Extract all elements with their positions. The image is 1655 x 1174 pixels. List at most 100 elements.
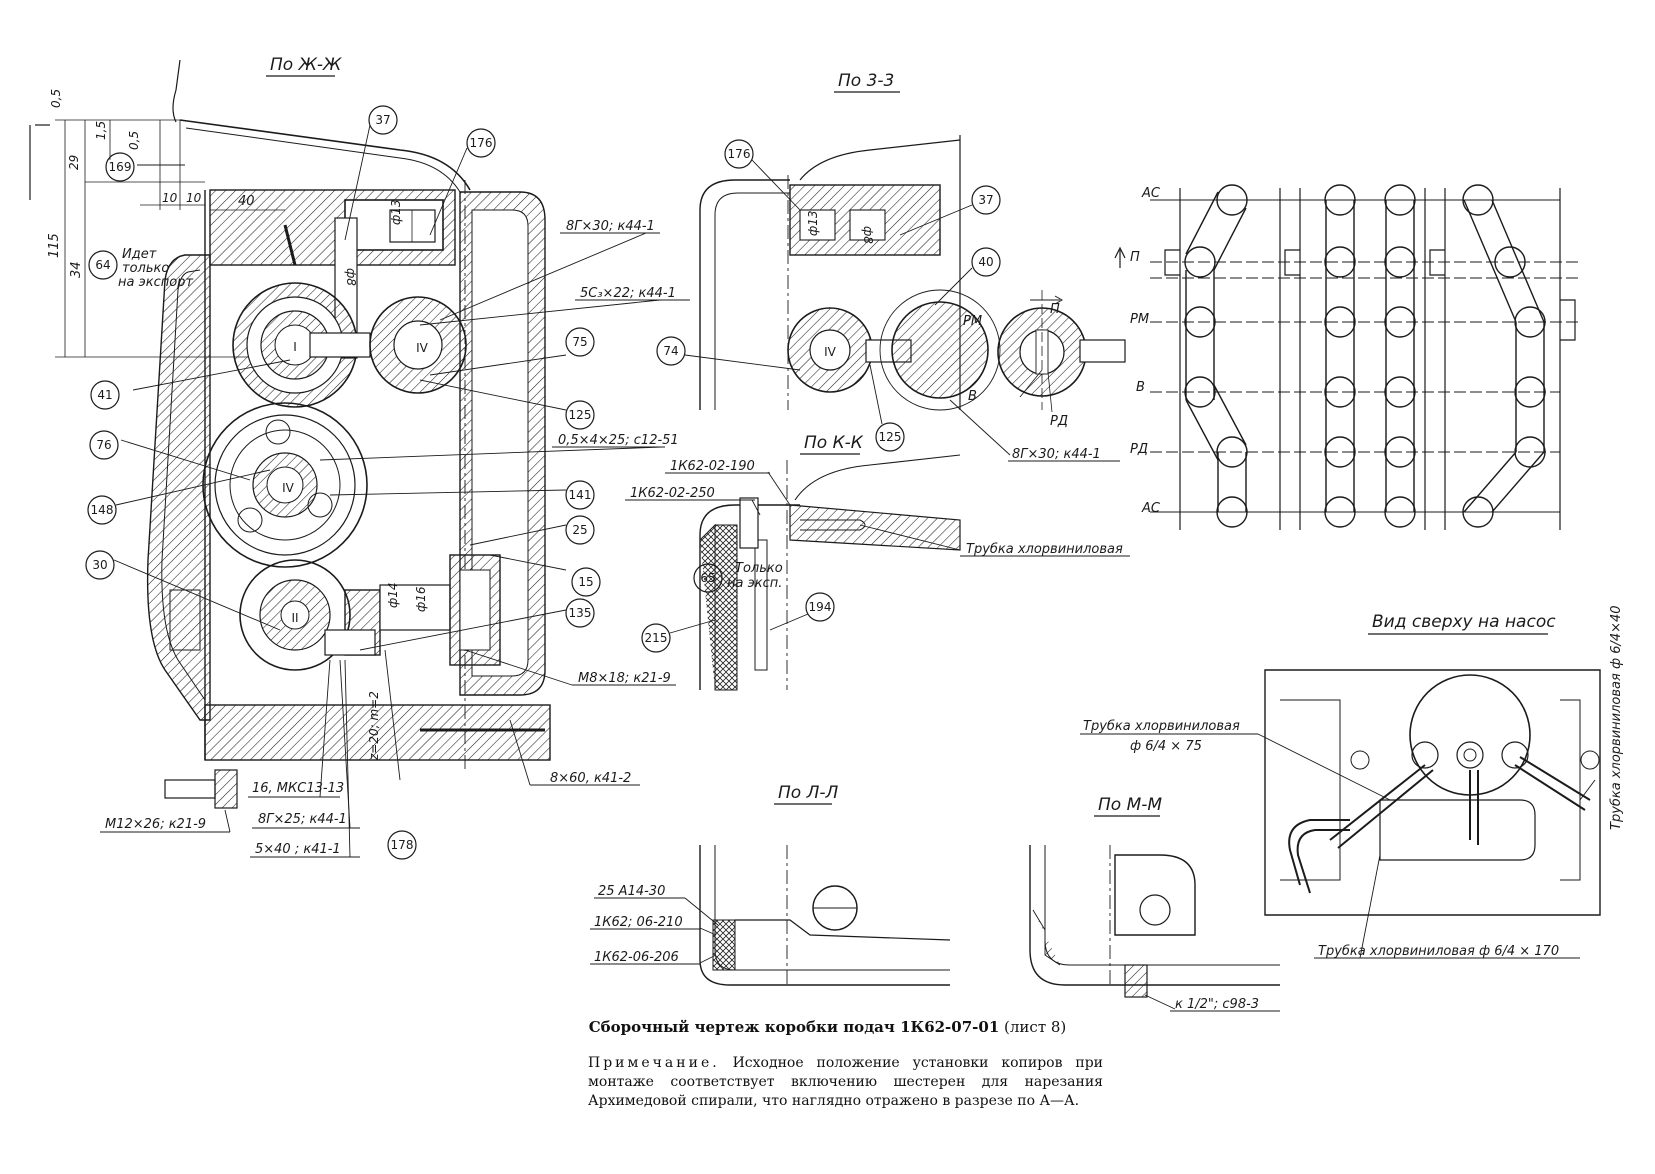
section-zh-title: По Ж-Ж [270, 55, 342, 75]
label-8x60: 8×60, к41-2 [550, 771, 631, 786]
note-body: Исходное положение установки копиров при… [588, 1055, 1103, 1109]
label-1k62-02-190: 1К62-02-190 [670, 459, 755, 474]
dim-phi8-left: ф8 [344, 268, 358, 286]
gear-mark-I: I [293, 340, 297, 354]
callout-76: 76 [96, 438, 111, 452]
callout-178: 178 [391, 838, 414, 852]
drawing-caption: Сборочный чертеж коробки подач 1К62-07-0… [0, 1018, 1655, 1036]
dim-phi16: ф16 [414, 586, 428, 612]
callout-125-section-z: 125 [879, 430, 902, 444]
callout-25: 25 [572, 523, 587, 537]
section-z-title: По 3-3 [838, 71, 894, 91]
caption-sheet: (лист 8) [1004, 1018, 1067, 1036]
callout-169: 169 [109, 160, 132, 174]
section-zh-zh: По Ж-Ж 0,5 1,5 0 [29, 55, 690, 860]
dim-40: 40 [238, 194, 255, 209]
copier-scheme: АС П РМ В РД АС [1114, 184, 1580, 530]
callout-64: 64 [95, 258, 110, 272]
label-tube-40: Трубка хлорвиниловая ф 6/4×40 [1609, 605, 1624, 830]
dim-phi14: ф14 [386, 582, 400, 608]
scheme-p: П [1130, 250, 1140, 265]
note-idet: Идет [122, 247, 157, 262]
note-na-eksp: на эксп. [727, 576, 782, 591]
callout-15: 15 [578, 575, 593, 589]
gear-mark-II: II [291, 611, 298, 625]
gear-mark-IV-large: IV [282, 481, 295, 495]
label-5c22: 5С₃×22; к44-1 [580, 286, 676, 301]
callout-37: 37 [375, 113, 390, 127]
pump-view-title: Вид сверху на насос [1372, 612, 1556, 632]
callout-215: 215 [645, 631, 668, 645]
label-M8x18: М8×18; к21-9 [578, 671, 671, 686]
scheme-as-bottom: АС [1141, 501, 1161, 516]
dim-10-right: 10 [186, 191, 202, 205]
label-tube-section-k: Трубка хлорвиниловая [966, 542, 1123, 557]
label-5x40: 5×40 ; к41-1 [255, 842, 341, 857]
label-1k62-02-250: 1К62-02-250 [630, 486, 715, 501]
callout-194: 194 [809, 600, 832, 614]
label-8g25: 8Г×25; к44-1 [258, 812, 347, 827]
caption-title: Сборочный чертеж коробки подач 1К62-07-0… [588, 1018, 1000, 1036]
label-tube-170: Трубка хлорвиниловая ф 6/4 × 170 [1318, 944, 1559, 959]
note-tolko: только [122, 261, 169, 276]
callout-125: 125 [569, 408, 592, 422]
label-0-5x4x25: 0,5×4×25; с12-51 [558, 433, 679, 448]
scheme-rm: РМ [1130, 312, 1149, 327]
section-l-title: По Л-Л [778, 783, 839, 803]
note-tolko: Только [735, 561, 783, 576]
dim-0-5-top: 0,5 [49, 89, 63, 108]
pos-rm-left: РМ [963, 314, 982, 329]
gear-mark-IV-section-z: IV [824, 345, 837, 359]
callout-74: 74 [663, 344, 678, 358]
label-25-a14-30: 25 А14-30 [598, 884, 665, 899]
callout-37-section-z: 37 [978, 193, 993, 207]
callout-176: 176 [470, 136, 493, 150]
callout-30: 30 [92, 558, 107, 572]
label-1k62-06-206: 1К62-06-206 [594, 950, 679, 965]
scheme-rd: РД [1130, 442, 1148, 457]
label-tube-75-size: ф 6/4 × 75 [1130, 739, 1202, 754]
note-export: на экспорт [118, 275, 193, 290]
pos-rd-left: РД [1050, 414, 1068, 429]
gear-mark-IV: IV [416, 341, 429, 355]
callout-40: 40 [978, 255, 993, 269]
label-1k62-06-210: 1К62; 06-210 [594, 915, 683, 930]
label-16-mkc: 16, МКС13-13 [252, 781, 344, 796]
dim-0-5-second: 0,5 [127, 131, 141, 150]
section-z-z: По 3-3 ф13 ф8 IV РМ П В РД [656, 71, 1126, 462]
scheme-v: В [1136, 380, 1145, 395]
dim-1-5: 1,5 [94, 121, 108, 140]
callout-141: 141 [569, 488, 592, 502]
note-heading: Примечание. [588, 1055, 720, 1071]
label-k12-c98-3: к 1/2"; с98-3 [1175, 997, 1259, 1012]
label-tube-75: Трубка хлорвиниловая [1083, 719, 1240, 734]
pos-p-left: П [1050, 302, 1060, 317]
dim-115: 115 [47, 233, 62, 258]
pump-top-view: Вид сверху на насос Трубка хлорвиниловая… [1080, 605, 1624, 959]
section-k-title: По К-К [804, 433, 864, 453]
label-z20-m2: z=20; m=2 [367, 691, 381, 761]
dim-34: 34 [69, 261, 84, 278]
section-m-m: По М-М к 1/2"; с98-3 [1029, 795, 1280, 1012]
callout-176-section-z: 176 [728, 147, 751, 161]
dim-phi13-left: ф13 [389, 199, 403, 225]
callout-148: 148 [91, 503, 114, 517]
section-k-k: По К-К 65 215 194 1К62-02-190 1К62-02-25… [625, 433, 1130, 691]
callout-75: 75 [572, 335, 587, 349]
dim-phi13-right: ф13 [806, 210, 820, 236]
pos-v-left: В [968, 389, 977, 404]
dim-10-left: 10 [162, 191, 178, 205]
label-8g30-top: 8Г×30; к44-1 [566, 219, 655, 234]
callout-135: 135 [569, 606, 592, 620]
dim-phi8-right: ф8 [861, 226, 875, 244]
callout-65: 65 [700, 571, 715, 585]
drawing-note: Примечание. Исходное положение установки… [588, 1054, 1103, 1111]
dim-29: 29 [67, 155, 81, 170]
label-M12x26: М12×26; к21-9 [105, 817, 206, 832]
label-8g30-section-z: 8Г×30; к44-1 [1012, 447, 1101, 462]
section-m-title: По М-М [1098, 795, 1162, 815]
callout-41: 41 [97, 388, 112, 402]
section-l-l: По Л-Л 25 А14-30 1К62; 06-210 1К62-06-20… [590, 783, 951, 986]
scheme-as-top: АС [1141, 186, 1161, 201]
